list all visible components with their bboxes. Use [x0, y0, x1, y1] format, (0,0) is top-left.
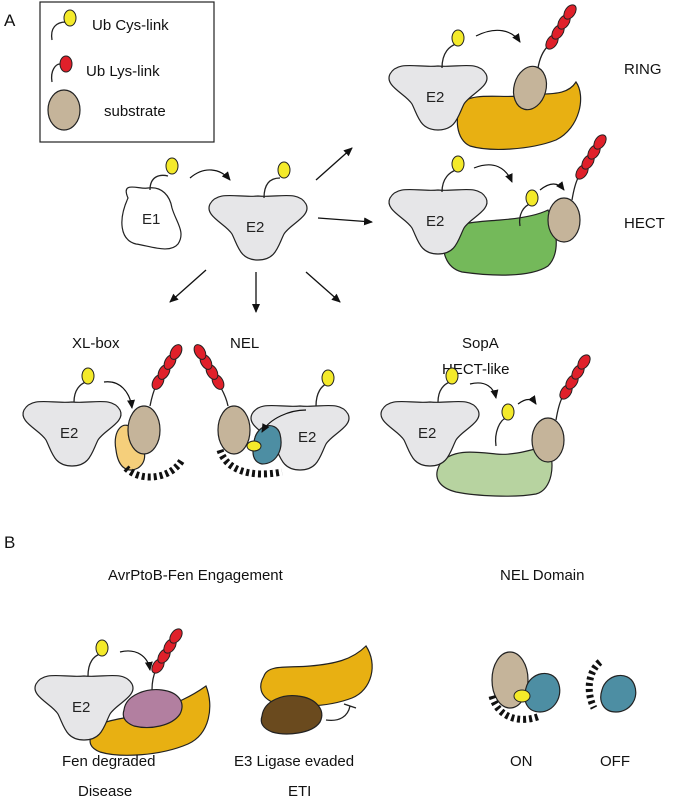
arrow-to-ring [315, 147, 353, 181]
hect-e3 [443, 209, 557, 276]
arrow-to-hect [317, 217, 373, 226]
xlbox-helix [123, 457, 185, 481]
nel-helix [216, 448, 283, 478]
xlbox-group: E2 [22, 344, 185, 481]
legend-cys-icon [50, 9, 77, 41]
fen-protein [122, 689, 183, 729]
e3-evaded-label: E3 Ligase evaded [234, 753, 354, 770]
evaded-fen-protein [260, 695, 323, 735]
nel-substrate [217, 405, 251, 455]
legend-lys-label: Ub Lys-link [86, 63, 160, 80]
nel-on-ub [513, 689, 531, 703]
legend-substrate-icon [47, 89, 81, 131]
e1-to-e2-arrow [189, 169, 231, 181]
sopa-transfer-arrow-1 [469, 382, 499, 399]
ring-label: RING [624, 61, 662, 78]
nel-domain-title: NEL Domain [500, 567, 584, 584]
nel-e2-label: E2 [298, 429, 316, 446]
nel-on-group [488, 651, 561, 723]
hect-polyub-chain [575, 134, 607, 180]
panel-b-letter: B [4, 533, 15, 552]
legend-substrate-label: substrate [104, 103, 166, 120]
panel-a-letter: A [4, 11, 16, 30]
avr-title: AvrPtoB-Fen Engagement [108, 567, 284, 584]
ring-e2-label: E2 [426, 89, 444, 106]
hect-group: E2 [388, 134, 607, 276]
sopa-substrate [531, 417, 565, 463]
nel-off-helix [585, 659, 603, 710]
ring-polyub-chain [545, 4, 577, 50]
e3-evaded-group [260, 645, 373, 735]
xlbox-transfer-arrow [103, 381, 135, 409]
fen-degraded-group: E2 [34, 628, 211, 756]
sopa-group: E2 [380, 354, 591, 497]
nel-group: E2 [193, 344, 350, 478]
hect-transfer-arrow-2 [539, 181, 565, 191]
legend: Ub Cys-link Ub Lys-link substrate [39, 1, 215, 143]
nel-ub-cys [246, 440, 262, 452]
xlbox-polyub-chain [151, 344, 183, 390]
off-label: OFF [600, 753, 630, 770]
ring-substrate [512, 65, 548, 111]
sopa-e2-label: E2 [418, 425, 436, 442]
fen-transfer-arrow [119, 650, 153, 671]
on-label: ON [510, 753, 533, 770]
legend-cys-label: Ub Cys-link [92, 17, 169, 34]
ring-transfer-arrow [475, 29, 521, 43]
eti-label: ETI [288, 783, 311, 800]
xlbox-e2-label: E2 [60, 425, 78, 442]
sopa-transfer-arrow-2 [517, 395, 537, 405]
sopa-label-line2: HECT-like [442, 361, 510, 378]
nel-polyub-chain [193, 344, 225, 390]
arrow-to-sopa [305, 271, 341, 303]
nel-label: NEL [230, 335, 259, 352]
nel-off-domain [600, 674, 637, 713]
arrow-to-xlbox [169, 269, 207, 303]
xlbox-substrate [127, 405, 161, 455]
hect-label: HECT [624, 215, 665, 232]
sopa-e3 [436, 445, 553, 497]
hect-substrate [547, 197, 581, 243]
hect-transfer-arrow-1 [473, 164, 513, 183]
fen-degraded-label: Fen degraded [62, 753, 155, 770]
central-e2-label: E2 [246, 219, 264, 236]
legend-lys-icon [50, 55, 73, 83]
disease-label: Disease [78, 783, 132, 800]
sopa-polyub-chain [559, 354, 591, 400]
evaded-e3 [260, 645, 373, 707]
nel-transfer-arrow [261, 409, 307, 433]
ring-group: E2 [388, 4, 582, 150]
nel-off-group [585, 659, 637, 713]
xlbox-label: XL-box [72, 335, 120, 352]
nel-on-domain [524, 672, 561, 713]
fen-e2-label: E2 [72, 699, 90, 716]
central-e2 [208, 161, 308, 261]
fen-polyub-chain [151, 628, 183, 674]
hect-e2-label: E2 [426, 213, 444, 230]
sopa-label-line1: SopA [462, 335, 499, 352]
e1-enzyme: E1 [121, 157, 182, 250]
e1-label: E1 [142, 211, 160, 228]
